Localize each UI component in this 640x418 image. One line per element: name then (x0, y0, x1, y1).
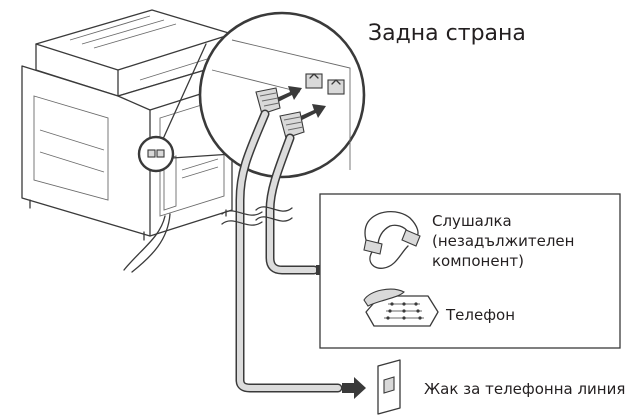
line-port-icon (327, 79, 345, 95)
cable-plug-icon (279, 111, 305, 139)
insert-arrow-icon (272, 86, 302, 104)
insert-arrow-icon (296, 104, 326, 122)
handset-icon (363, 211, 421, 269)
handset-label-line3: компонент) (432, 252, 524, 270)
rear-port-zoom-circle (198, 11, 366, 179)
cable-plug-icon (255, 87, 281, 115)
tel-port-icon (305, 73, 323, 89)
telephone-cables (221, 109, 343, 393)
handset-label-line1: Слушалка (432, 212, 512, 230)
jack-label: Жак за телефонна линия (424, 380, 625, 398)
diagram-title: Задна страна (368, 21, 526, 46)
telephone-icon (363, 288, 439, 327)
cable-break-mark (221, 210, 263, 216)
wall-jack-icon (377, 359, 401, 415)
zoom-callout-line-top (162, 43, 207, 140)
telephone-label: Телефон (445, 306, 515, 324)
arrow-to-jack-icon (342, 377, 366, 399)
handset-label-line2: (незадължителен (432, 232, 574, 250)
zoom-callout-line-bottom (171, 153, 233, 159)
printer-illustration (21, 9, 233, 273)
